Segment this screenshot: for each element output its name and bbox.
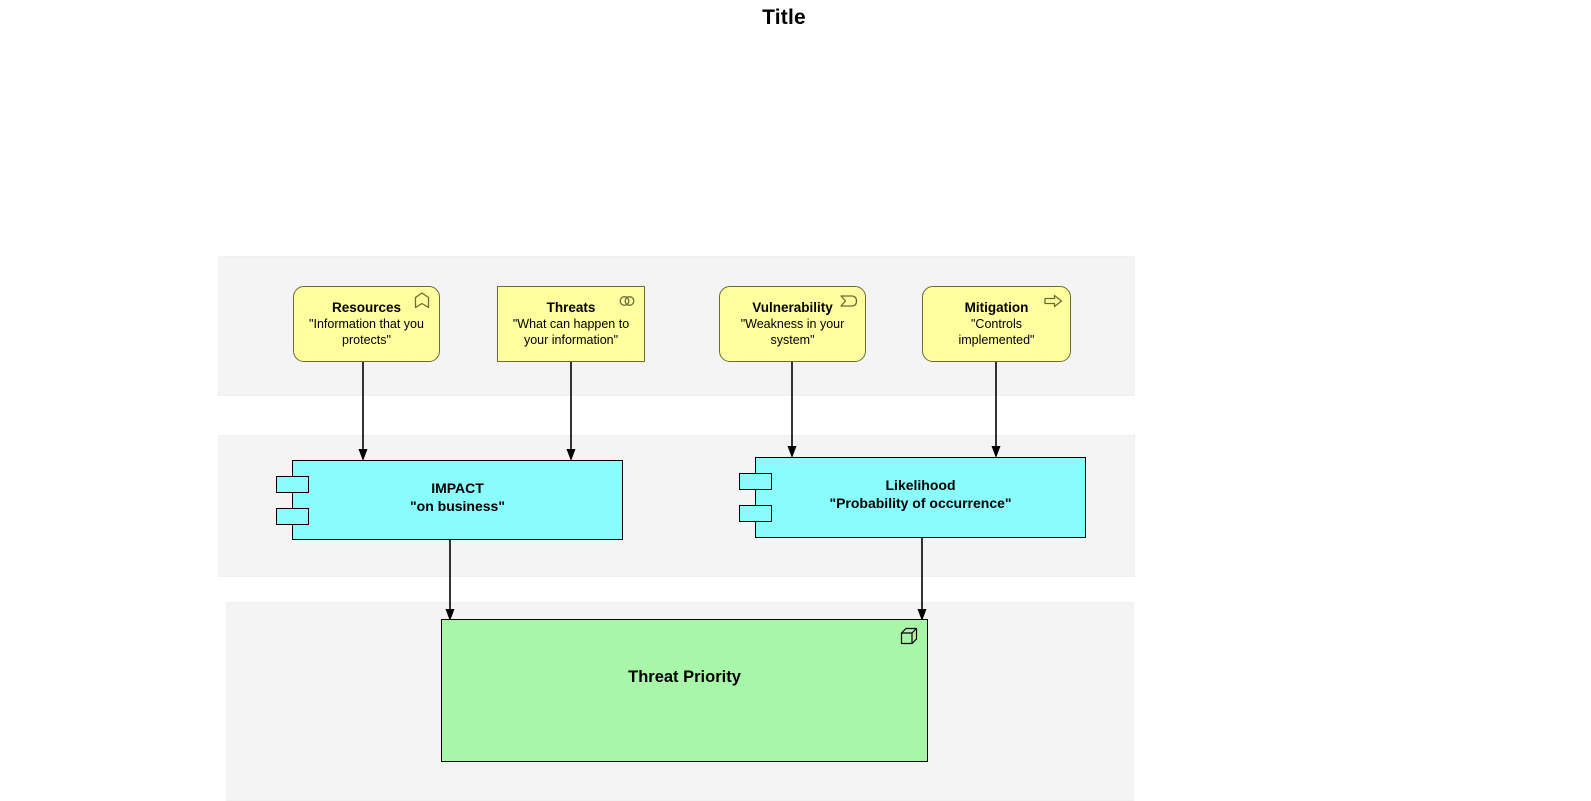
node-vulnerability[interactable]: Vulnerability "Weakness in your system" [719, 286, 866, 362]
cube-node-icon [900, 627, 918, 645]
node-title: Threats [546, 299, 596, 315]
node-subtitle: "Information that you protects" [309, 317, 424, 347]
right-arrow-process-icon [1044, 294, 1063, 308]
node-subtitle: "Weakness in your system" [740, 317, 845, 347]
node-title: Vulnerability [752, 299, 833, 315]
page-title: Title [762, 6, 806, 29]
impact-port-lower [276, 508, 309, 525]
node-resources[interactable]: Resources "Information that you protects… [293, 286, 440, 362]
likelihood-port-upper [739, 473, 772, 490]
likelihood-port-lower [739, 505, 772, 522]
node-title: Resources [331, 299, 402, 315]
impact-port-upper [276, 476, 309, 493]
node-impact[interactable]: IMPACT "on business" [292, 460, 623, 540]
flag-event-icon [840, 295, 858, 307]
node-title: Likelihood [885, 477, 956, 493]
bookmark-icon [414, 292, 430, 309]
node-subtitle: "What can happen to your information" [512, 317, 630, 347]
node-threats[interactable]: Threats "What can happen to your informa… [497, 286, 645, 362]
node-title: Threat Priority [628, 668, 741, 686]
node-mitigation[interactable]: Mitigation "Controls implemented" [922, 286, 1071, 362]
node-subtitle: "Probability of occurrence" [829, 495, 1012, 512]
node-threat-priority[interactable]: Threat Priority [441, 619, 928, 762]
overlapping-circles-icon [619, 296, 635, 306]
node-title: IMPACT [431, 480, 484, 496]
node-likelihood[interactable]: Likelihood "Probability of occurrence" [755, 457, 1086, 538]
node-subtitle: "on business" [410, 498, 505, 515]
node-title: Mitigation [964, 299, 1029, 315]
node-subtitle: "Controls implemented" [958, 317, 1035, 347]
